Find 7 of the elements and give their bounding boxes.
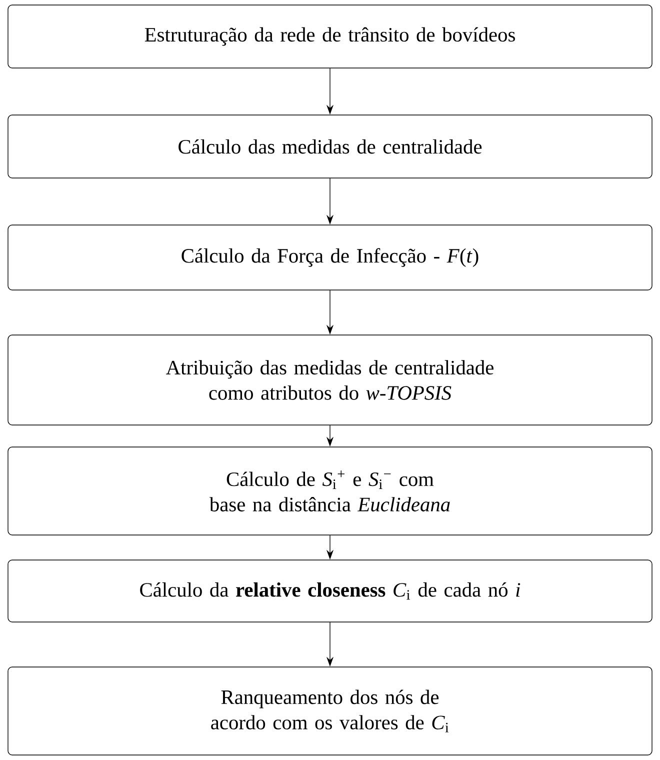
process-box: Atribuição das medidas de centralidade como atributos do w-TOPSIS — [8, 334, 652, 426]
process-box: Estruturação da rede de trânsito de bovídeos — [8, 4, 652, 68]
process-box: Cálculo da relative closeness C$_{i}$ de cada nó i — [8, 560, 652, 622]
process-box: Cálculo da Força de Infecção - F(t) — [8, 224, 652, 290]
process-box: Cálculo das medidas de centralidade — [8, 114, 652, 178]
process-box: Ranqueamento dos nós de acordo com os valores de C$_{i}$ — [8, 666, 652, 756]
process-box: Cálculo de S$_{i}$$^{+}$ e S$_{i}$$^{−}$ com base na distância Euclideana — [8, 446, 652, 536]
